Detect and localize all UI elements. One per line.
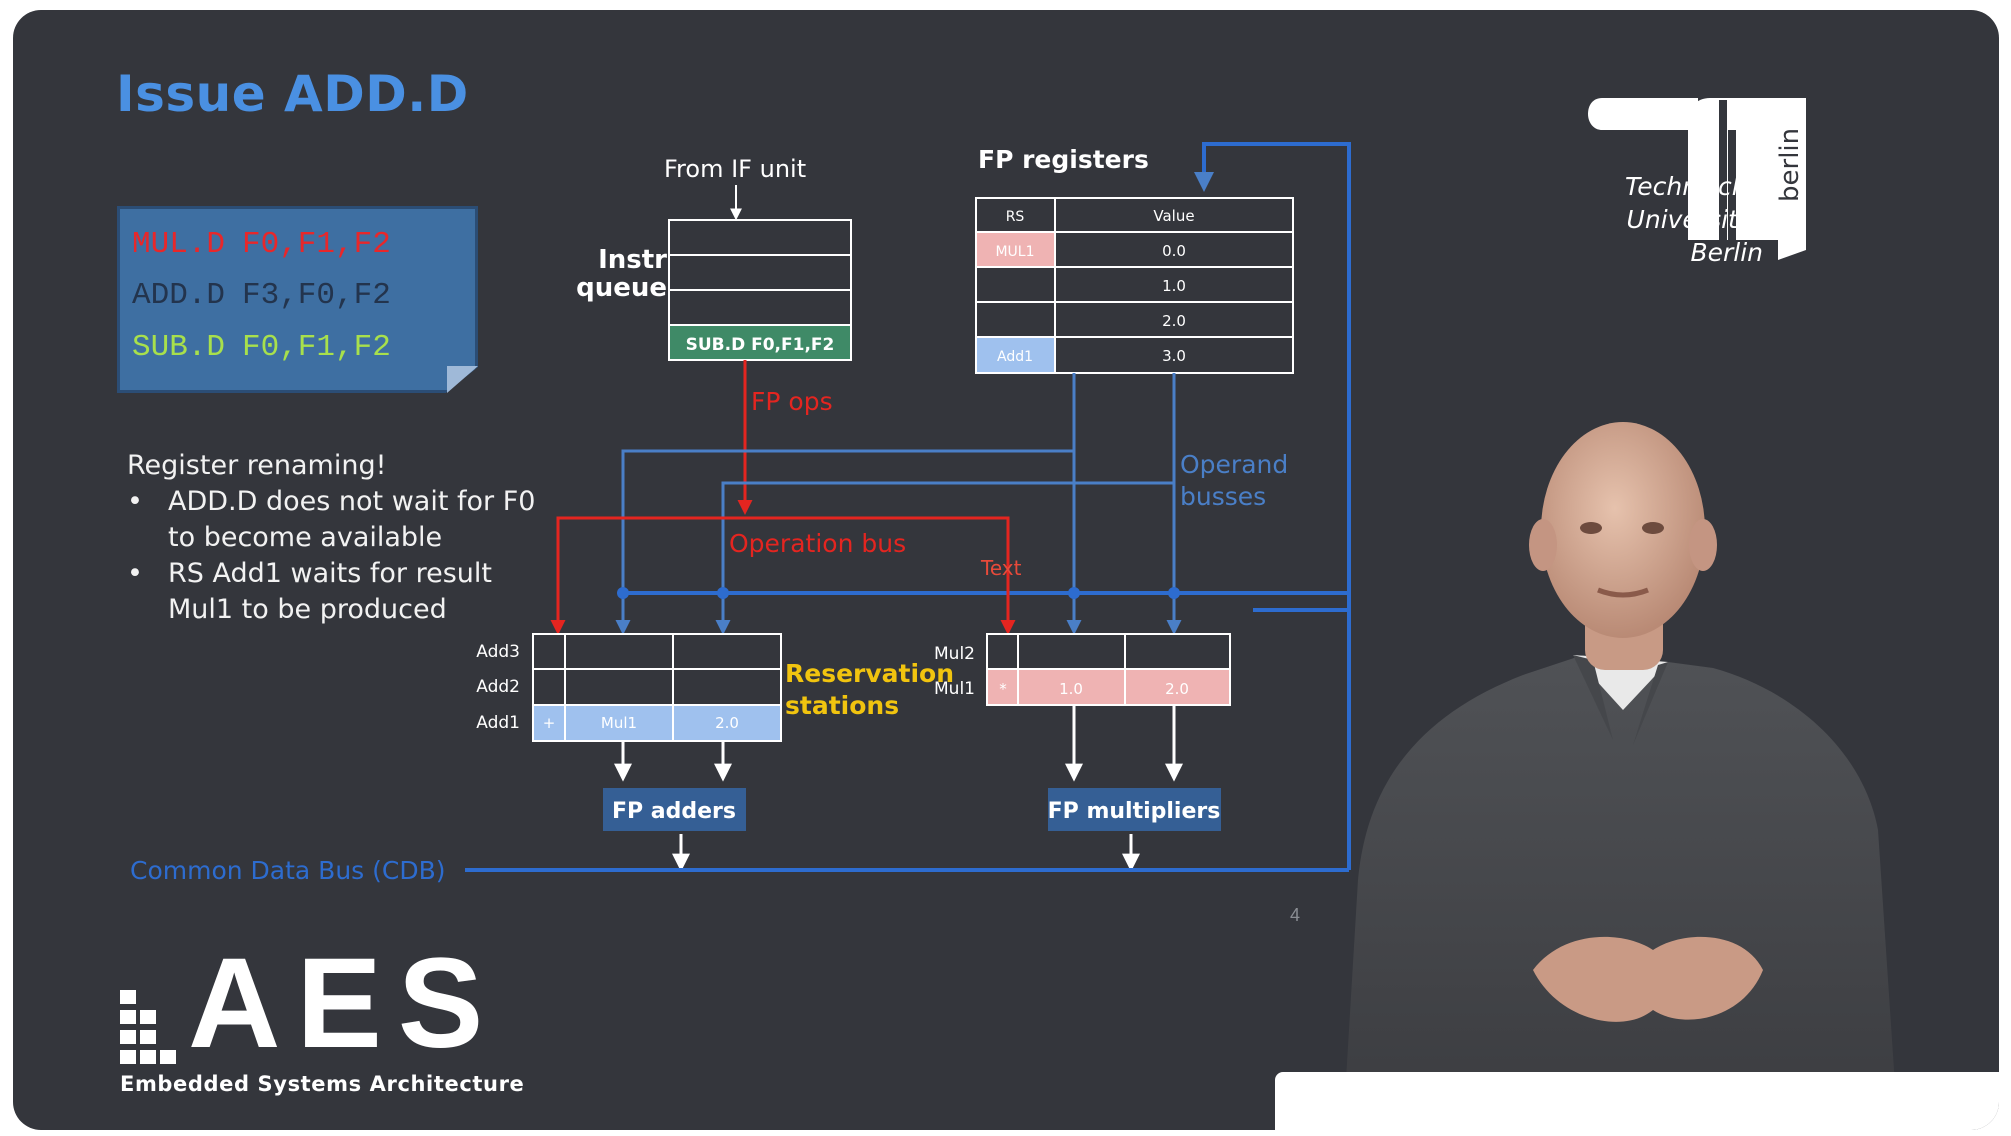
rs-name-mul2: Mul2 bbox=[934, 644, 975, 664]
mult-reservation-stations: Mul2 Mul1 * 1.0 2.0 bbox=[934, 633, 1231, 706]
cdb-feedback-line bbox=[1194, 142, 1351, 612]
code-op: SUB.D bbox=[132, 330, 226, 365]
notes-heading: Register renaming! bbox=[127, 450, 387, 481]
fp-multipliers-label: FP multipliers bbox=[1048, 799, 1221, 824]
fp-registers-title: FP registers bbox=[978, 145, 1149, 174]
from-if-unit-label: From IF unit bbox=[664, 155, 806, 183]
fp-adders-label: FP adders bbox=[612, 799, 736, 824]
tu-logo-line: Universität bbox=[1626, 205, 1763, 234]
fp-multipliers-box bbox=[1048, 788, 1221, 831]
aes-logo-mark bbox=[120, 990, 176, 1064]
fp-reg-header-value: Value bbox=[1153, 207, 1194, 225]
bottom-overlay bbox=[1275, 1072, 1999, 1130]
rs-v-mul1: 2.0 bbox=[1165, 680, 1189, 698]
rs-op-add1: + bbox=[543, 714, 556, 732]
rs-op-mul1: * bbox=[999, 680, 1007, 698]
tu-logo-text: Technische Universität Berlin bbox=[1568, 170, 1763, 269]
adder-reservation-stations: Add3 Add2 Add1 + Mul1 2.0 bbox=[476, 633, 782, 742]
notes-bullet: ADD.D does not wait for F0 to become ava… bbox=[127, 484, 547, 556]
fp-ops-label: FP ops bbox=[751, 387, 833, 416]
tu-logo-berlin-vertical: berlin bbox=[1775, 128, 1805, 202]
fp-reg-rs: Add1 bbox=[997, 349, 1033, 365]
reservation-stations-label-1: Reservation bbox=[785, 659, 954, 688]
code-args: F0,F1,F2 bbox=[242, 227, 391, 262]
fp-adders-box bbox=[603, 788, 746, 831]
tu-logo-line: Technische bbox=[1625, 172, 1763, 201]
rs-name-add3: Add3 bbox=[476, 642, 520, 662]
operand-busses-label-1: Operand bbox=[1180, 450, 1288, 479]
rs-q-mul1: 1.0 bbox=[1059, 680, 1083, 698]
notes: Register renaming! ADD.D does not wait f… bbox=[127, 448, 547, 628]
code-args: F0,F1,F2 bbox=[242, 330, 391, 365]
fp-reg-header-rs: RS bbox=[1006, 209, 1025, 225]
tomasulo-diagram: From IF unit Instr queue SUB.D F0,F1,F2 … bbox=[130, 142, 1351, 885]
rs-name-mul1: Mul1 bbox=[934, 679, 975, 699]
rs-name-add1: Add1 bbox=[476, 713, 520, 733]
fp-reg-value: 0.0 bbox=[1162, 242, 1186, 260]
page-fold-corner bbox=[447, 366, 478, 393]
instr-queue-label-2: queue bbox=[576, 273, 667, 303]
code-op: MUL.D bbox=[132, 227, 226, 262]
slide: Issue ADD.D MUL.D F0,F1,F2 ADD.D F3,F0,F… bbox=[13, 10, 1999, 1130]
tu-berlin-logo: berlin bbox=[1588, 98, 1806, 260]
text-marker: Text bbox=[980, 556, 1022, 580]
aes-logo-subtitle: Embedded Systems Architecture bbox=[120, 1072, 525, 1096]
fp-registers-table: RS Value MUL1 0.0 1.0 2.0 Add1 3.0 bbox=[975, 197, 1294, 374]
slide-title: Issue ADD.D bbox=[116, 65, 469, 123]
fp-reg-value: 2.0 bbox=[1162, 312, 1186, 330]
cdb-label: Common Data Bus (CDB) bbox=[130, 856, 446, 885]
reservation-stations-label-2: stations bbox=[785, 691, 899, 720]
code-op: ADD.D bbox=[132, 278, 226, 313]
queue-entry-sub: SUB.D F0,F1,F2 bbox=[686, 335, 835, 355]
notes-list: ADD.D does not wait for F0 to become ava… bbox=[127, 484, 547, 628]
aes-logo-letters: AES bbox=[188, 932, 500, 1075]
fp-reg-value: 1.0 bbox=[1162, 277, 1186, 295]
instr-queue: SUB.D F0,F1,F2 bbox=[668, 219, 852, 361]
instruction-code-box: MUL.D F0,F1,F2 ADD.D F3,F0,F2 SUB.D F0,F… bbox=[117, 206, 478, 393]
fp-reg-value: 3.0 bbox=[1162, 347, 1186, 365]
code-args: F3,F0,F2 bbox=[242, 278, 391, 313]
tu-logo-line: Berlin bbox=[1690, 238, 1763, 267]
rs-q-add1: Mul1 bbox=[601, 714, 637, 732]
page-number: 4 bbox=[1290, 905, 1301, 925]
instr-queue-label-1: Instr bbox=[598, 245, 667, 275]
operand-busses-label-2: busses bbox=[1180, 482, 1266, 511]
presenter-figure bbox=[1343, 422, 1898, 1130]
operation-bus-label: Operation bus bbox=[729, 529, 906, 558]
rs-name-add2: Add2 bbox=[476, 677, 520, 697]
rs-v-add1: 2.0 bbox=[715, 714, 739, 732]
fp-reg-rs: MUL1 bbox=[995, 244, 1034, 260]
notes-bullet: RS Add1 waits for result Mul1 to be prod… bbox=[127, 556, 547, 628]
